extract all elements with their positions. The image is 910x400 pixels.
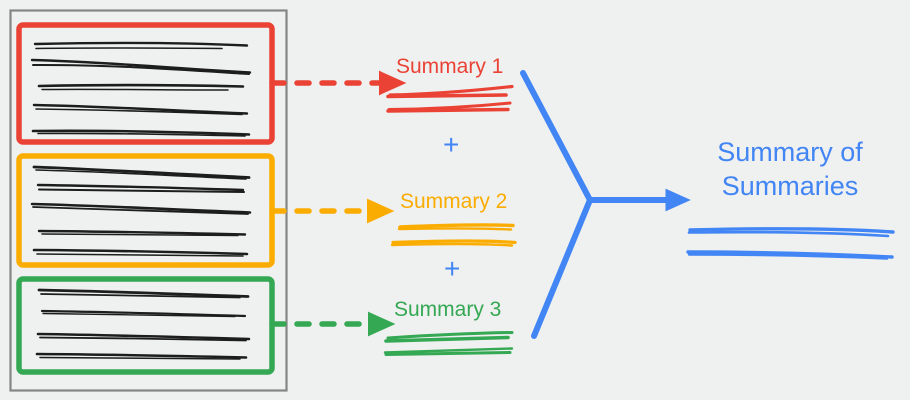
chunk-1-group[interactable]	[16, 22, 407, 145]
merge-branch-bottom	[531, 197, 593, 339]
merge-branch-top	[520, 70, 593, 203]
chunk-2-text-lines	[30, 165, 252, 257]
summary-2-label: Summary 2	[400, 190, 508, 213]
summary-3-underline	[383, 331, 514, 356]
merge-connector	[520, 70, 691, 339]
plus-operator-2: +	[444, 253, 461, 284]
chunk-2-group[interactable]	[16, 153, 395, 268]
plus-operator-1: +	[443, 129, 460, 160]
summary-3-label: Summary 3	[394, 298, 502, 321]
summary-of-summaries-line-2: Summaries	[721, 171, 859, 201]
summary-2-underline	[390, 223, 517, 247]
source-document-frame	[9, 9, 288, 392]
chunk-1-text-lines	[30, 41, 252, 137]
summary-of-summaries-underline	[686, 227, 895, 260]
summary-1-underline	[386, 84, 514, 113]
chunk-3-text-lines	[35, 288, 251, 360]
summary-of-summaries-line-1: Summary of	[717, 137, 863, 167]
summary-of-summaries-label: Summary of Summaries	[690, 135, 890, 203]
summary-1-label: Summary 1	[396, 55, 504, 78]
chunk-3-group[interactable]	[16, 276, 396, 375]
